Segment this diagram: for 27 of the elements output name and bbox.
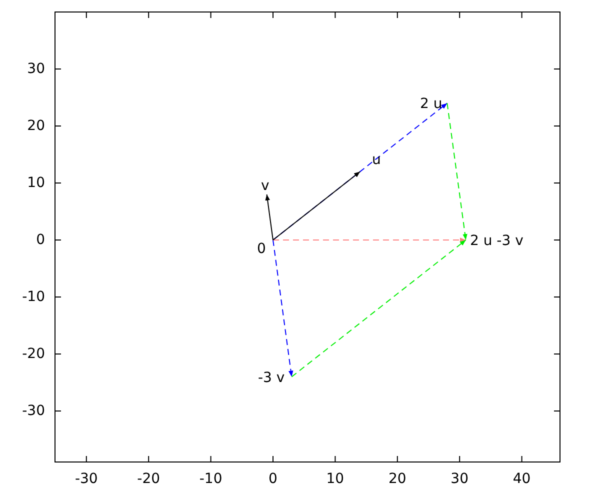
point-label: -3 v — [258, 370, 285, 386]
vector-arrow — [272, 171, 361, 240]
tick-label: -10 — [198, 471, 223, 487]
vector-arrow — [265, 194, 274, 240]
tick-label: -30 — [74, 471, 98, 487]
tick-label: 30 — [450, 471, 470, 487]
vector-arrow — [272, 240, 294, 378]
tick-label: -20 — [136, 471, 161, 487]
tick-label: -20 — [22, 346, 45, 362]
tick-label: 20 — [27, 118, 45, 134]
vector-arrow — [291, 240, 466, 378]
point-label: u — [372, 152, 381, 168]
tick-label: 10 — [27, 175, 45, 191]
vector-arrow — [272, 238, 466, 242]
point-label: v — [261, 178, 270, 194]
tick-label: 0 — [268, 471, 278, 487]
tick-label: 30 — [27, 61, 45, 77]
vector-arrow — [446, 102, 468, 240]
tick-label: -30 — [22, 403, 45, 419]
tick-label: 40 — [512, 471, 532, 487]
point-label: 2 u — [420, 96, 442, 112]
tick-label: 20 — [387, 471, 408, 487]
point-label: 2 u -3 v — [470, 233, 524, 249]
tick-label: -10 — [22, 289, 45, 305]
point-label: 0 — [257, 241, 266, 257]
tick-label: 0 — [36, 232, 45, 248]
tick-label: 10 — [325, 471, 346, 487]
